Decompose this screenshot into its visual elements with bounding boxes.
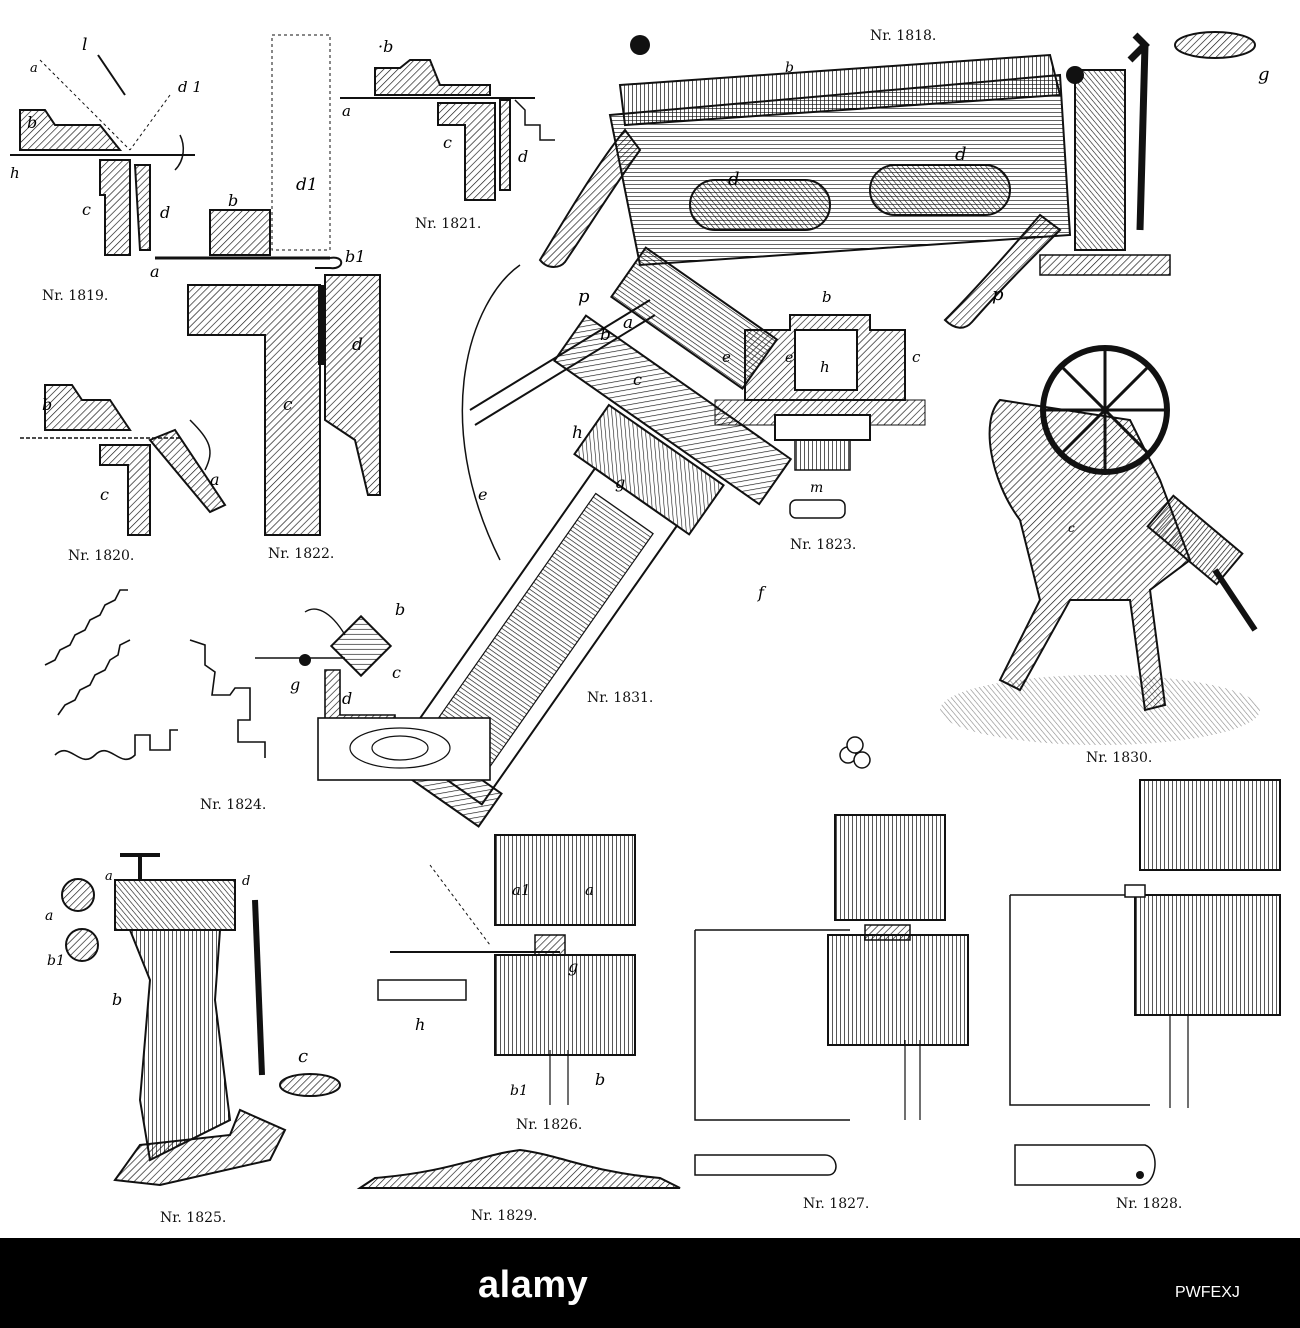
caption-1821: Nr. 1821. [415, 216, 482, 232]
label-a: a [342, 102, 351, 120]
fig-1819-section: l a b h c d d 1 [10, 35, 202, 256]
label-d: d [352, 335, 363, 355]
label-p-left: p [578, 286, 590, 307]
label-a: a [105, 869, 113, 884]
label-c: c [392, 663, 401, 682]
label-b: b [42, 395, 52, 414]
label-d: d [160, 203, 170, 222]
watermark-bar [0, 1238, 1300, 1328]
caption-1826: Nr. 1826. [516, 1117, 583, 1133]
label-b: b [822, 288, 832, 306]
label-g: g [290, 675, 300, 694]
label-b: b [228, 191, 238, 210]
label-a: a [30, 61, 38, 76]
label-b: b [600, 325, 611, 345]
label-h: h [10, 164, 20, 182]
caption-1819: Nr. 1819. [42, 288, 109, 304]
label-a1: a1 [512, 881, 531, 899]
label-b1: b1 [47, 953, 65, 969]
label-a: a [210, 470, 220, 489]
label-g: g [1258, 64, 1270, 85]
label-a1: a [45, 908, 53, 924]
label-c: c [298, 1046, 308, 1067]
label-c: c [82, 200, 91, 219]
caption-1827: Nr. 1827. [803, 1196, 870, 1212]
engraving-drawing: d d p p g b l a b h c d d 1 ·b a c d [10, 31, 1281, 1189]
fig-1824-profiles: b g c d [44, 589, 491, 781]
fig-1831-section: b a c h g e f [378, 246, 871, 828]
label-g: g [568, 957, 578, 976]
caption-1831: Nr. 1831. [587, 690, 654, 706]
label-d: d [518, 147, 528, 166]
fig-1825-machine: a b1 b a d c [45, 853, 341, 1187]
label-d1: d 1 [178, 78, 202, 96]
caption-1818: Nr. 1818. [870, 28, 937, 44]
fig-1820-section: b c a [20, 384, 227, 536]
label-d1: d1 [296, 175, 318, 195]
caption-1828: Nr. 1828. [1116, 1196, 1183, 1212]
label-b: b [595, 1070, 605, 1089]
label-c: c [1068, 521, 1075, 535]
label-b: b [785, 60, 794, 76]
label-h: h [415, 1015, 425, 1034]
caption-1830: Nr. 1830. [1086, 750, 1153, 766]
watermark-image-id: PWFEXJ [1175, 1284, 1240, 1301]
label-b: ·b [378, 37, 393, 56]
label-p-right: p [992, 284, 1004, 305]
fig-1828-rollers [1009, 779, 1281, 1186]
label-c: c [912, 348, 921, 366]
label-c: c [443, 133, 452, 152]
label-e: e [478, 485, 487, 504]
label-b1: b1 [510, 1083, 528, 1099]
label-f: f [757, 583, 767, 602]
fig-1823-section: b e e h c m [714, 288, 926, 519]
label-m: m [810, 480, 823, 496]
label-h: h [572, 423, 583, 443]
label-l: l [82, 35, 87, 55]
fig-1822-section: b d1 a b1 d c [150, 34, 381, 536]
label-b: b [112, 990, 122, 1009]
label-e2: e [785, 350, 793, 366]
fig-1821-section: ·b a c d [340, 37, 555, 201]
label-a: a [150, 262, 160, 281]
label-d: d [342, 689, 352, 708]
label-a: a [585, 881, 594, 899]
label-d: d [242, 874, 250, 889]
label-b: b [395, 600, 405, 619]
label-b: b [27, 113, 37, 132]
label-g: g [615, 473, 625, 492]
caption-1823: Nr. 1823. [790, 537, 857, 553]
fig-1826-rollers: a1 a g h b1 b [377, 834, 636, 1105]
caption-1820: Nr. 1820. [68, 548, 135, 564]
label-d-left: d [728, 169, 740, 190]
label-c: c [633, 370, 642, 389]
fig-1829-profile [356, 1148, 681, 1189]
label-c: c [283, 395, 293, 415]
caption-1825: Nr. 1825. [160, 1210, 227, 1226]
fig-1827-rollers [694, 814, 969, 1176]
caption-1822: Nr. 1822. [268, 546, 335, 562]
label-h: h [820, 358, 830, 376]
fig-1818-folding-machine: d d p p g b [538, 31, 1270, 329]
fig-1830-machine: c [940, 345, 1260, 745]
label-d-right: d [955, 144, 967, 165]
watermark-logo: alamy [478, 1264, 589, 1306]
engraving-plate: d d p p g b l a b h c d d 1 ·b a c d [10, 28, 1281, 1226]
caption-1824: Nr. 1824. [200, 797, 267, 813]
label-c: c [100, 485, 109, 504]
label-a: a [623, 313, 633, 333]
label-b1: b1 [345, 247, 365, 266]
caption-1829: Nr. 1829. [471, 1208, 538, 1224]
